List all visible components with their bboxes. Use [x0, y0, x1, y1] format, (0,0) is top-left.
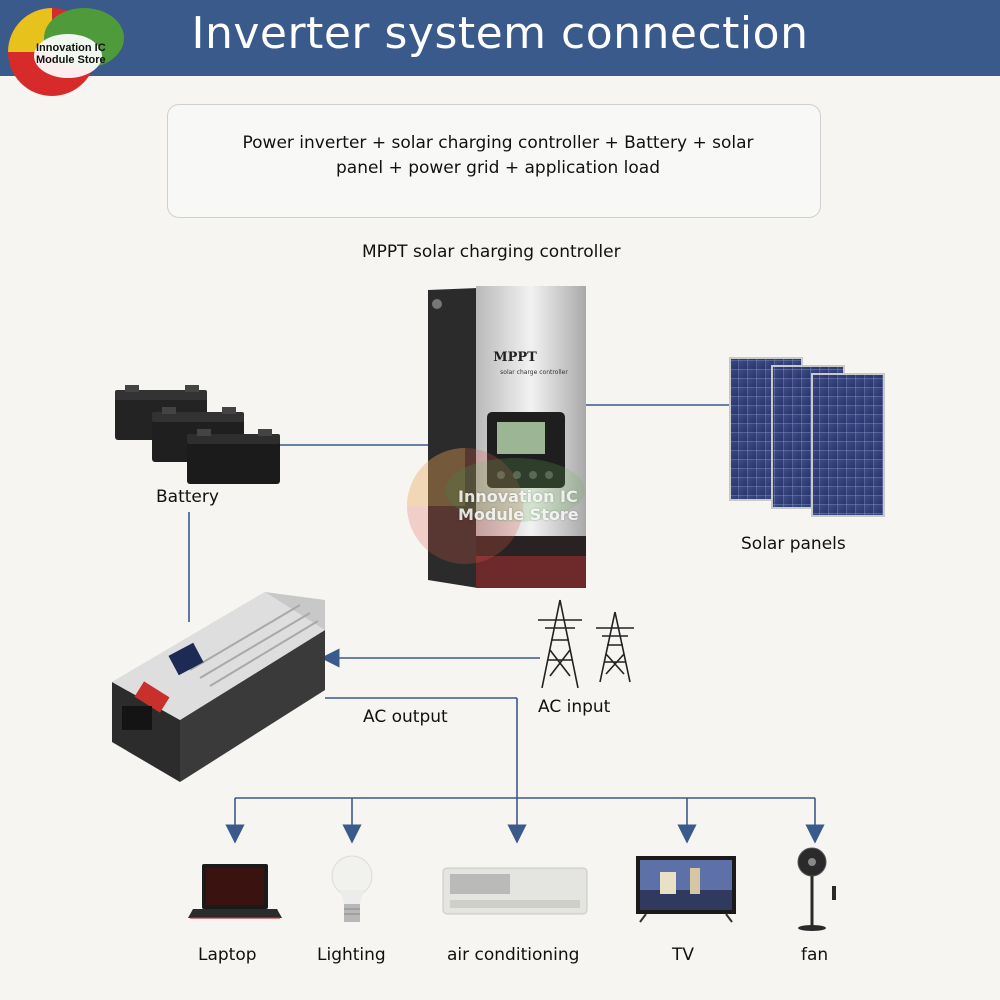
summary-text: Power inverter + solar charging controll… — [242, 133, 754, 178]
summary-box: Power inverter + solar charging controll… — [167, 104, 821, 218]
ac-output-label: AC output — [363, 707, 448, 727]
load-label-air-conditioning: air conditioning — [447, 945, 580, 965]
header-bar: Inverter system connection — [0, 0, 1000, 76]
fan-icon — [797, 847, 836, 931]
laptop-icon — [188, 864, 282, 919]
logo-text: Innovation IC Module Store — [36, 42, 106, 66]
inverter-icon — [112, 592, 325, 782]
logo-line-2: Module Store — [36, 54, 106, 66]
controller-subtitle: solar charge controller — [500, 369, 568, 376]
load-label-laptop: Laptop — [198, 945, 257, 965]
controller-brand: MPPT — [493, 350, 537, 365]
load-label-lighting: Lighting — [317, 945, 386, 965]
watermark-line-1: Innovation IC — [458, 487, 578, 506]
solar-panels-icon — [729, 357, 885, 517]
air-conditioner-icon — [442, 867, 588, 915]
watermark-line-2: Module Store — [458, 505, 579, 524]
controller-label: MPPT solar charging controller — [362, 242, 621, 262]
tv-icon — [636, 856, 736, 923]
connector-lines — [188, 404, 825, 844]
battery-label: Battery — [156, 487, 219, 507]
transmission-towers-icon — [538, 599, 634, 689]
page-title: Inverter system connection — [191, 8, 809, 59]
battery-icon — [115, 385, 280, 484]
watermark-logo-icon — [407, 448, 585, 564]
load-label-fan: fan — [801, 945, 829, 965]
mppt-controller-icon — [428, 286, 586, 588]
light-bulb-icon — [331, 855, 373, 922]
logo-line-1: Innovation IC — [36, 42, 106, 54]
store-logo-icon — [8, 8, 124, 96]
ac-input-label: AC input — [538, 697, 611, 717]
solar-panels-label: Solar panels — [741, 534, 846, 554]
load-label-tv: TV — [672, 945, 695, 965]
watermark-text: Innovation IC Module Store — [458, 488, 579, 524]
